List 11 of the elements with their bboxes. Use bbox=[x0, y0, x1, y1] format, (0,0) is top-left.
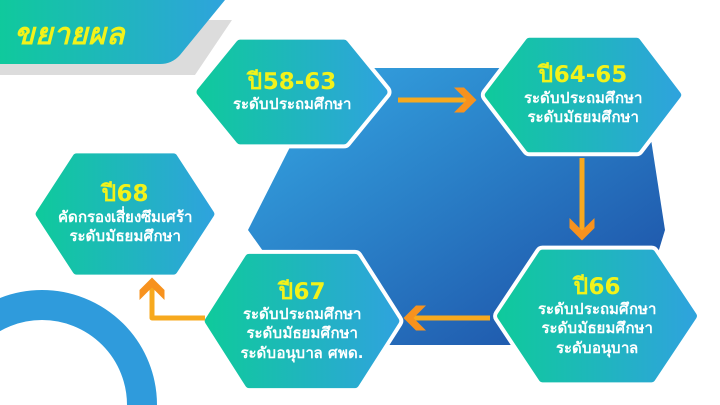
year-heading: ปี64-65 bbox=[538, 62, 628, 89]
year-heading: ปี58-63 bbox=[248, 69, 336, 96]
level-text: คัดกรองเสี่ยงซึมเศร้า ระดับมัธยมศึกษา bbox=[57, 208, 193, 247]
level-text: ระดับประถมศึกษา ระดับมัธยมศึกษา ระดับอนุบาล ศพด. bbox=[240, 304, 364, 364]
year-heading: ปี66 bbox=[573, 274, 620, 300]
year-heading: ปี67 bbox=[278, 278, 326, 305]
level-text: ระดับประถมศึกษา ระดับมัธยมศึกษา bbox=[523, 88, 643, 128]
level-text: ระดับประถมศึกษา bbox=[233, 95, 351, 115]
year-heading: ปี68 bbox=[101, 181, 148, 208]
title: ขยายผล bbox=[14, 16, 124, 54]
level-text: ระดับประถมศึกษา ระดับมัธยมศึกษา ระดับอนุบาล bbox=[537, 300, 657, 358]
